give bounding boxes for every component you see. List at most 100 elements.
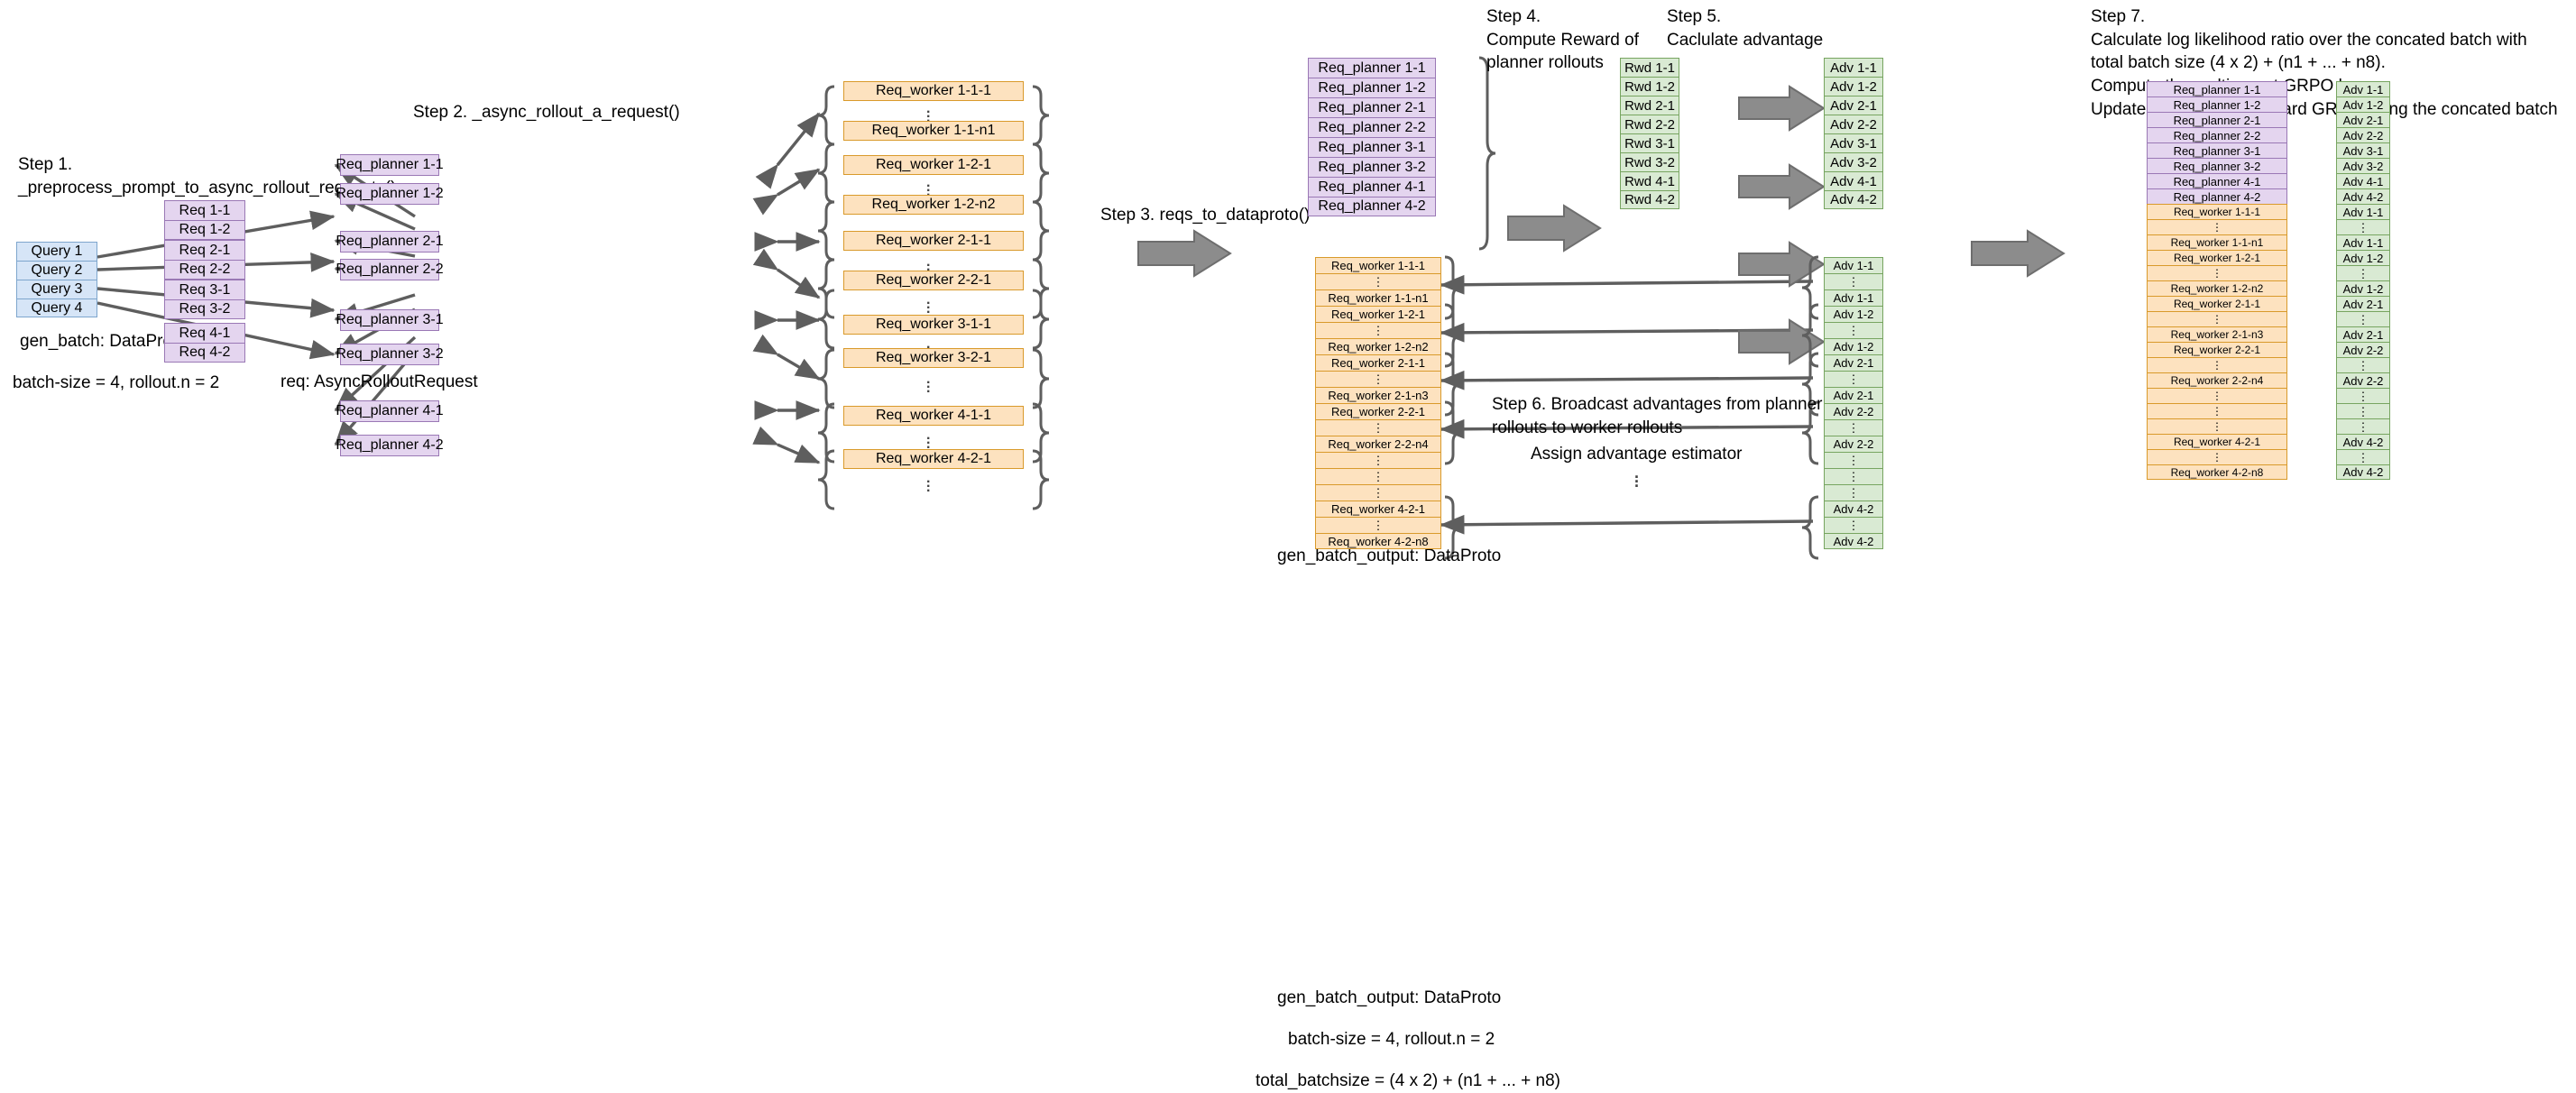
step6-advantage-cell[interactable]: ⋮ (1824, 452, 1883, 468)
advantage-cell[interactable]: Adv 3-1 (1824, 133, 1883, 152)
reward-cell[interactable]: Rwd 4-1 (1620, 171, 1679, 190)
step6-worker-cell[interactable]: Req_worker 2-1-1 (1315, 354, 1441, 371)
req-cell[interactable]: Req 1-1 (164, 200, 245, 220)
worker-box-first[interactable]: Req_worker 4-1-1 (843, 406, 1024, 426)
final-advantage-cell[interactable]: ⋮ (2336, 265, 2390, 280)
final-batch-cell[interactable]: Req_worker 1-2-n2 (2147, 280, 2287, 296)
step6-advantage-cell[interactable]: Adv 2-1 (1824, 354, 1883, 371)
worker-box-last[interactable]: Req_worker 1-2-n2 (843, 195, 1024, 215)
final-advantage-cell[interactable]: ⋮ (2336, 357, 2390, 372)
req-cell[interactable]: Req 2-1 (164, 240, 245, 260)
advantage-cell[interactable]: Adv 3-2 (1824, 152, 1883, 171)
final-advantage-cell[interactable]: ⋮ (2336, 418, 2390, 434)
final-advantage-cell[interactable]: Adv 1-1 (2336, 81, 2390, 96)
final-batch-cell[interactable]: Req_planner 4-1 (2147, 173, 2287, 188)
planner-box-4-1[interactable]: Req_planner 4-1 (336, 400, 444, 422)
final-advantage-cell[interactable]: Adv 2-1 (2336, 326, 2390, 342)
planner-cell[interactable]: Req_planner 3-1 (1308, 137, 1436, 157)
planner-cell[interactable]: Req_planner 2-1 (1308, 97, 1436, 117)
final-advantage-cell[interactable]: Adv 2-2 (2336, 127, 2390, 142)
step6-advantage-cell[interactable]: ⋮ (1824, 322, 1883, 338)
step6-advantage-cell[interactable]: Adv 2-2 (1824, 403, 1883, 419)
advantage-cell[interactable]: Adv 4-1 (1824, 171, 1883, 190)
final-batch-cell[interactable]: Req_planner 2-2 (2147, 127, 2287, 142)
final-batch-cell[interactable]: Req_worker 2-1-n3 (2147, 326, 2287, 342)
step6-advantage-cell[interactable]: ⋮ (1824, 419, 1883, 436)
planner-box-2-1[interactable]: Req_planner 2-1 (336, 231, 444, 253)
reward-cell[interactable]: Rwd 2-2 (1620, 115, 1679, 133)
req-cell[interactable]: Req 3-2 (164, 299, 245, 319)
step6-advantage-cell[interactable]: Adv 1-1 (1824, 289, 1883, 306)
step6-worker-cell[interactable]: Req_worker 1-2-n2 (1315, 338, 1441, 354)
planner-cell[interactable]: Req_planner 4-1 (1308, 177, 1436, 197)
planner-box-3-2[interactable]: Req_planner 3-2 (336, 344, 444, 365)
final-batch-cell[interactable]: Req_worker 4-2-1 (2147, 434, 2287, 449)
step6-worker-cell[interactable]: Req_worker 2-1-n3 (1315, 387, 1441, 403)
advantage-cell[interactable]: Adv 1-1 (1824, 58, 1883, 77)
step6-worker-cell[interactable]: ⋮ (1315, 484, 1441, 501)
req-cell[interactable]: Req 3-1 (164, 280, 245, 299)
final-advantage-cell[interactable]: Adv 1-2 (2336, 250, 2390, 265)
planner-cell[interactable]: Req_planner 4-2 (1308, 197, 1436, 216)
final-batch-cell[interactable]: Req_planner 3-1 (2147, 142, 2287, 158)
final-advantage-cell[interactable]: Adv 2-1 (2336, 112, 2390, 127)
final-batch-cell[interactable]: ⋮ (2147, 403, 2287, 418)
worker-box-first[interactable]: Req_worker 3-2-1 (843, 348, 1024, 368)
reward-cell[interactable]: Rwd 3-1 (1620, 133, 1679, 152)
final-advantage-cell[interactable]: ⋮ (2336, 219, 2390, 234)
final-batch-cell[interactable]: Req_worker 4-2-n8 (2147, 464, 2287, 480)
planner-box-2-2[interactable]: Req_planner 2-2 (336, 259, 444, 280)
worker-box-first[interactable]: Req_worker 2-1-1 (843, 231, 1024, 251)
final-batch-cell[interactable]: ⋮ (2147, 357, 2287, 372)
final-advantage-cell[interactable]: Adv 2-2 (2336, 342, 2390, 357)
final-batch-cell[interactable]: Req_planner 4-2 (2147, 188, 2287, 204)
worker-box-first[interactable]: Req_worker 3-1-1 (843, 315, 1024, 335)
advantage-cell[interactable]: Adv 2-1 (1824, 96, 1883, 115)
final-batch-cell[interactable]: ⋮ (2147, 388, 2287, 403)
final-batch-cell[interactable]: Req_worker 1-1-n1 (2147, 234, 2287, 250)
planner-box-1-2[interactable]: Req_planner 1-2 (336, 183, 444, 205)
step6-worker-cell[interactable]: ⋮ (1315, 322, 1441, 338)
final-batch-cell[interactable]: ⋮ (2147, 418, 2287, 434)
worker-box-first[interactable]: Req_worker 1-1-1 (843, 81, 1024, 101)
step6-worker-cell[interactable]: Req_worker 2-2-n4 (1315, 436, 1441, 452)
step6-advantage-cell[interactable]: ⋮ (1824, 484, 1883, 501)
reward-cell[interactable]: Rwd 1-1 (1620, 58, 1679, 77)
step6-advantage-cell[interactable]: Adv 1-2 (1824, 306, 1883, 322)
query-cell[interactable]: Query 4 (16, 299, 97, 317)
step6-advantage-cell[interactable]: Adv 2-2 (1824, 436, 1883, 452)
final-batch-cell[interactable]: Req_planner 3-2 (2147, 158, 2287, 173)
final-batch-cell[interactable]: ⋮ (2147, 265, 2287, 280)
step6-worker-cell[interactable]: ⋮ (1315, 371, 1441, 387)
step6-advantage-cell[interactable]: ⋮ (1824, 517, 1883, 533)
planner-cell[interactable]: Req_planner 1-2 (1308, 78, 1436, 97)
final-advantage-cell[interactable]: Adv 1-1 (2336, 234, 2390, 250)
final-advantage-cell[interactable]: Adv 4-1 (2336, 173, 2390, 188)
step6-advantage-cell[interactable]: ⋮ (1824, 468, 1883, 484)
advantage-cell[interactable]: Adv 4-2 (1824, 190, 1883, 209)
final-batch-cell[interactable]: Req_worker 2-2-1 (2147, 342, 2287, 357)
final-advantage-cell[interactable]: ⋮ (2336, 403, 2390, 418)
req-cell[interactable]: Req 1-2 (164, 220, 245, 240)
step6-advantage-cell[interactable]: ⋮ (1824, 273, 1883, 289)
step6-worker-cell[interactable]: ⋮ (1315, 419, 1441, 436)
final-advantage-cell[interactable]: ⋮ (2336, 311, 2390, 326)
final-batch-cell[interactable]: Req_planner 1-2 (2147, 96, 2287, 112)
worker-box-first[interactable]: Req_worker 1-2-1 (843, 155, 1024, 175)
final-advantage-cell[interactable]: Adv 1-2 (2336, 96, 2390, 112)
step6-advantage-cell[interactable]: Adv 2-1 (1824, 387, 1883, 403)
step6-worker-cell[interactable]: Req_worker 1-1-n1 (1315, 289, 1441, 306)
step6-worker-cell[interactable]: ⋮ (1315, 468, 1441, 484)
final-advantage-cell[interactable]: Adv 4-2 (2336, 188, 2390, 204)
step6-worker-cell[interactable]: Req_worker 2-2-1 (1315, 403, 1441, 419)
step6-worker-cell[interactable]: Req_worker 4-2-n8 (1315, 533, 1441, 549)
final-advantage-cell[interactable]: Adv 4-2 (2336, 464, 2390, 480)
worker-box-first[interactable]: Req_worker 2-2-1 (843, 271, 1024, 290)
advantage-cell[interactable]: Adv 2-2 (1824, 115, 1883, 133)
step6-advantage-cell[interactable]: ⋮ (1824, 371, 1883, 387)
step6-worker-cell[interactable]: Req_worker 4-2-1 (1315, 501, 1441, 517)
reward-cell[interactable]: Rwd 1-2 (1620, 77, 1679, 96)
final-batch-cell[interactable]: Req_worker 1-2-1 (2147, 250, 2287, 265)
final-advantage-cell[interactable]: ⋮ (2336, 388, 2390, 403)
final-advantage-cell[interactable]: ⋮ (2336, 449, 2390, 464)
